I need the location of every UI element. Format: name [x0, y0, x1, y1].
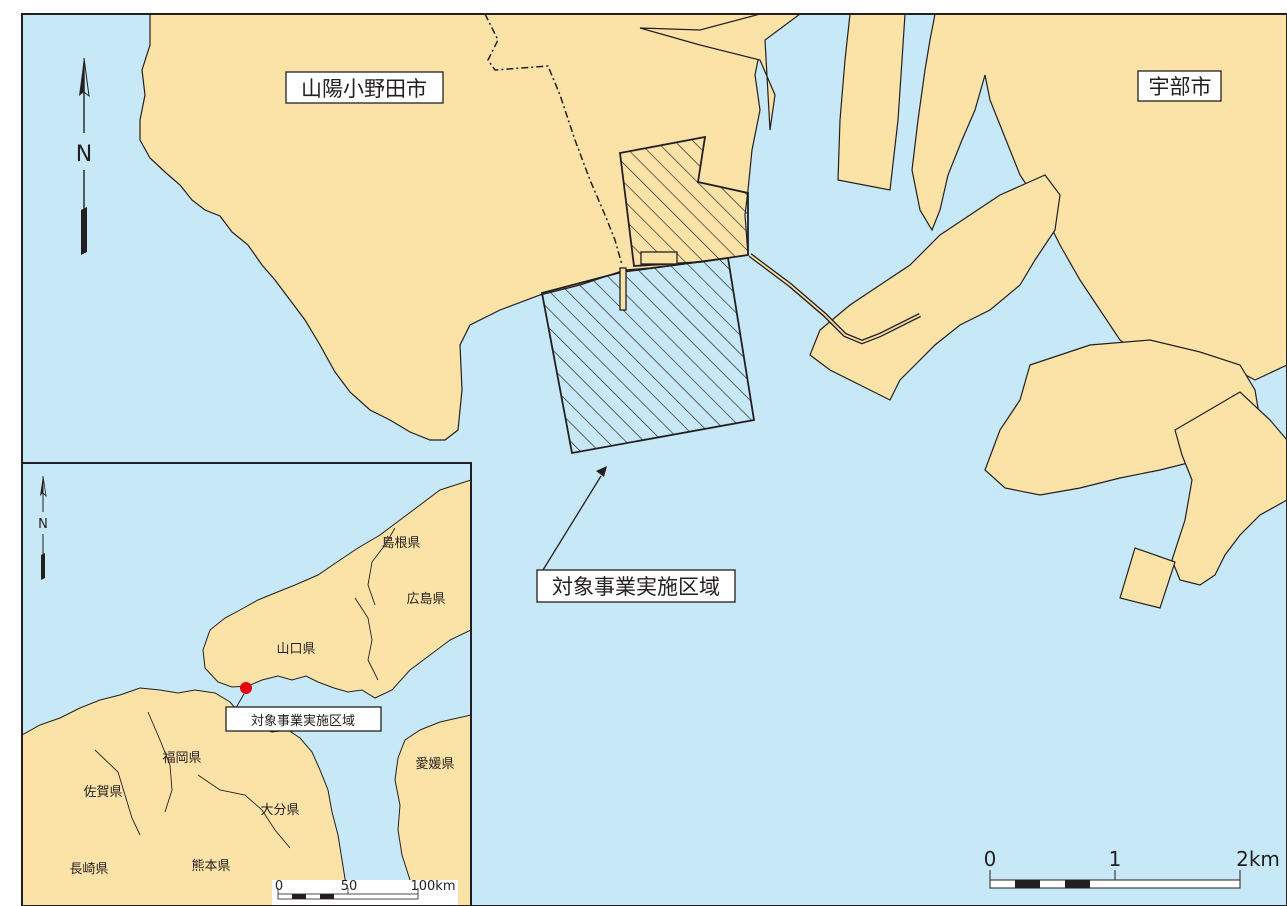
- land-southeast-coast: [1171, 391, 1287, 586]
- inset-location-marker: [240, 682, 252, 694]
- land-ube-harbor: [809, 174, 1061, 401]
- land-pier: [639, 14, 802, 131]
- project-channel: [619, 267, 627, 311]
- inset-land-chugoku: [202, 479, 471, 699]
- label-sanyo-onoda: 山陽小野田市: [285, 71, 444, 104]
- inset-label-nagasaki: 長崎県: [69, 862, 108, 877]
- inset-north-label: N: [38, 517, 48, 532]
- inset-label-kumamoto: 熊本県: [191, 858, 230, 874]
- scale-tick-2: 2km: [1236, 847, 1280, 871]
- inset-scale-bar: 0 50 100km: [272, 879, 458, 906]
- inset-label-shimane: 島根県: [381, 536, 420, 551]
- scale-tick-0: 0: [984, 847, 997, 871]
- scale-tick-1: 1: [1109, 847, 1122, 871]
- land-small-block: [1119, 547, 1176, 609]
- inset-label-oita: 大分県: [260, 803, 299, 818]
- inset-north-arrow: N: [38, 475, 48, 580]
- inset-scale-tick-2: 100km: [410, 879, 455, 894]
- project-area-offshore: [540, 256, 756, 455]
- inset-label-project-area: 対象事業実施区域: [225, 706, 382, 732]
- project-area-onshore: [619, 135, 749, 267]
- scale-bar-main: 0 1 2km: [984, 847, 1280, 889]
- municipal-boundary: [484, 14, 623, 266]
- inset-label-saga: 佐賀県: [83, 785, 122, 800]
- inset-scale-tick-1: 50: [341, 879, 358, 894]
- north-label: N: [76, 142, 92, 167]
- project-facility: [640, 251, 678, 265]
- svg-text:対象事業実施区域: 対象事業実施区域: [251, 713, 355, 729]
- label-ube: 宇部市: [1137, 70, 1222, 102]
- land-central-pier: [837, 14, 906, 191]
- inset-prefecture-boundaries: [94, 527, 396, 849]
- inset-label-hiroshima: 広島県: [406, 592, 445, 607]
- main-frame: [21, 13, 1287, 906]
- inset-map: 対象事業実施区域 島根県 広島県 山口県 福岡県 愛媛県 佐賀県 大分県 長崎県…: [22, 463, 471, 906]
- inset-scale-tick-0: 0: [275, 879, 283, 894]
- inset-label-fukuoka: 福岡県: [162, 751, 201, 766]
- inset-label-ehime: 愛媛県: [415, 757, 454, 772]
- svg-text:対象事業実施区域: 対象事業実施区域: [552, 575, 720, 599]
- svg-text:宇部市: 宇部市: [1149, 75, 1212, 99]
- breakwater-core: [749, 254, 921, 343]
- svg-text:山陽小野田市: 山陽小野田市: [301, 77, 427, 101]
- north-arrow: N: [76, 57, 92, 255]
- inset-label-yamaguchi: 山口県: [276, 642, 315, 657]
- leader-arrow: [542, 466, 607, 571]
- label-project-area: 対象事業実施区域: [536, 569, 736, 603]
- inset-frame: [21, 462, 472, 906]
